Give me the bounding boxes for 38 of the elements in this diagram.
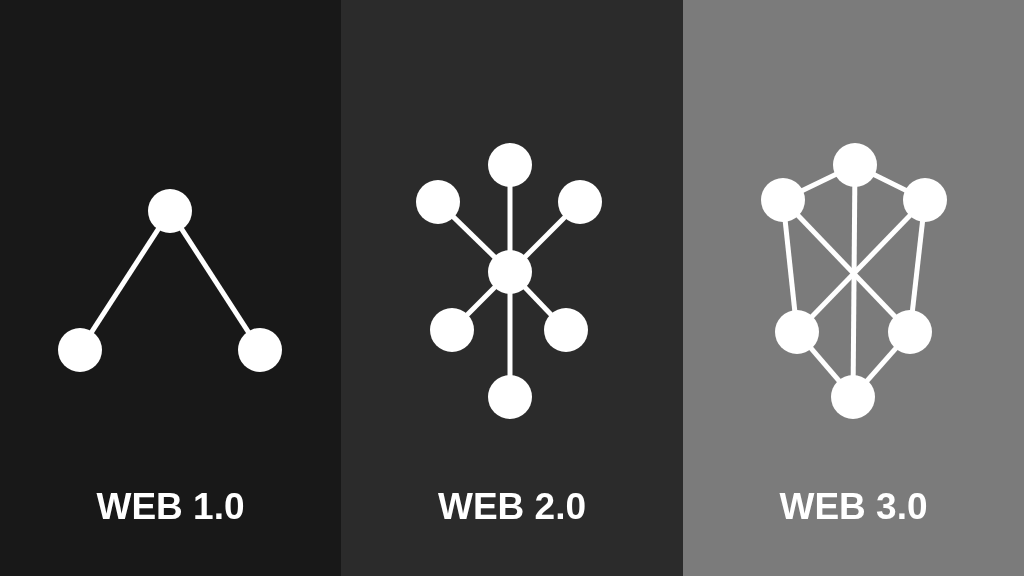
network-node-circle (58, 328, 102, 372)
network-node-circle (488, 375, 532, 419)
connector-line (809, 213, 913, 319)
network-node-circle (903, 178, 947, 222)
network-node-circle (488, 143, 532, 187)
network-node-circle (416, 180, 460, 224)
network-node-circle (544, 308, 588, 352)
network-node-circle (558, 180, 602, 224)
panel-title: WEB 2.0 (437, 486, 586, 528)
panel-title: WEB 3.0 (779, 486, 928, 528)
connector-line (451, 214, 497, 260)
connector-line (808, 346, 842, 383)
network-node-circle (775, 310, 819, 354)
connector-line (850, 186, 858, 377)
connector-line (507, 186, 513, 251)
connector-line (909, 220, 926, 312)
connector-line (800, 171, 838, 194)
panel-background (341, 0, 683, 576)
connector-line (507, 293, 513, 376)
connector-line (179, 227, 251, 334)
network-node-circle (148, 189, 192, 233)
connector-line (782, 220, 798, 312)
network-node-circle (238, 328, 282, 372)
panel-title: WEB 1.0 (96, 486, 245, 528)
connector-line (872, 172, 908, 193)
network-node-circle (761, 178, 805, 222)
connector-line (465, 285, 497, 317)
connector-line (89, 227, 161, 334)
network-node-circle (833, 143, 877, 187)
connector-line (522, 285, 554, 317)
connector-line (795, 213, 898, 319)
network-node-circle (488, 250, 532, 294)
connector-line (864, 346, 899, 383)
network-node-circle (831, 375, 875, 419)
connector-line (523, 215, 567, 259)
panel-background (683, 0, 1024, 576)
network-node-circle (888, 310, 932, 354)
network-node-circle (430, 308, 474, 352)
